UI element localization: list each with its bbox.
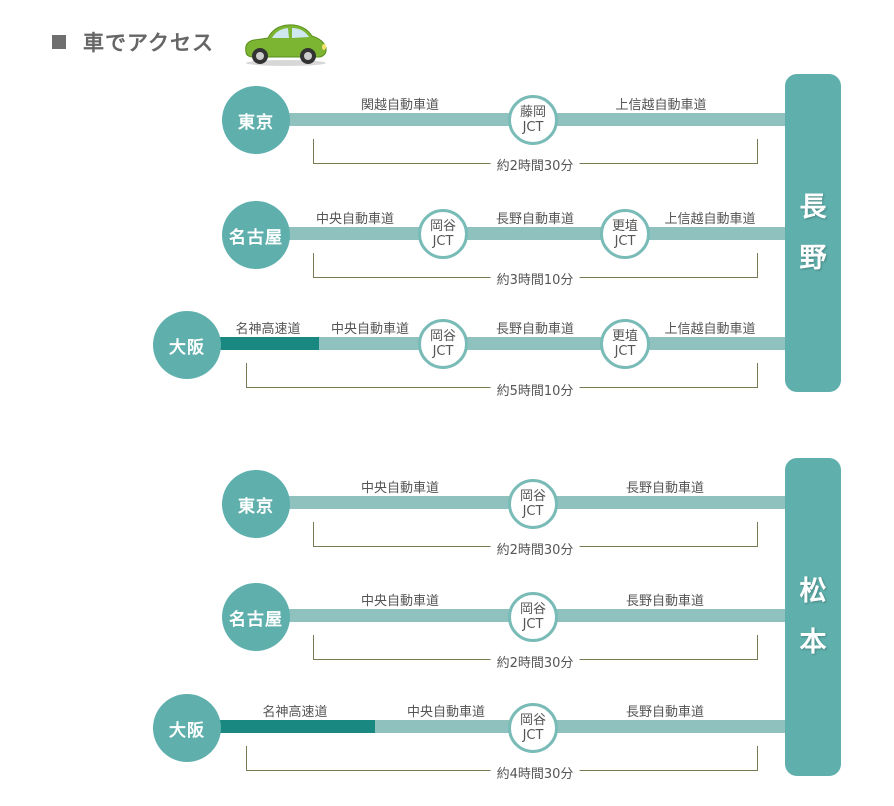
destination-nagano: 長 野 xyxy=(785,74,841,392)
destination-char: 松 xyxy=(799,576,827,607)
road-label: 長野自動車道 xyxy=(495,212,575,227)
origin-osaka: 大阪 xyxy=(153,694,221,762)
jct-okaya: 岡谷 JCT xyxy=(508,479,558,529)
road-segment-meishin xyxy=(218,720,375,733)
road-label: 長野自動車道 xyxy=(625,705,705,720)
travel-time: 約2時間30分 xyxy=(490,539,580,558)
travel-time: 約2時間30分 xyxy=(490,652,580,671)
jct-name: 更埴 JCT xyxy=(611,329,638,359)
travel-time: 約4時間30分 xyxy=(490,763,580,782)
road-segment-meishin xyxy=(218,337,319,350)
road-label: 中央自動車道 xyxy=(360,594,440,609)
road-label: 長野自動車道 xyxy=(625,594,705,609)
origin-tokyo: 東京 xyxy=(222,470,290,538)
jct-name: 更埴 JCT xyxy=(611,219,638,249)
jct-kohshoku: 更埴 JCT xyxy=(600,209,650,259)
road-label: 上信越自動車道 xyxy=(664,322,756,337)
road-label: 長野自動車道 xyxy=(495,322,575,337)
section-title: 車でアクセス xyxy=(52,27,214,57)
origin-nagoya: 名古屋 xyxy=(222,201,290,269)
travel-time: 約2時間30分 xyxy=(490,155,580,174)
jct-okaya: 岡谷 JCT xyxy=(418,209,468,259)
car-icon xyxy=(240,14,330,72)
travel-time: 約5時間10分 xyxy=(490,380,580,399)
road-label: 上信越自動車道 xyxy=(615,98,707,113)
jct-name: 岡谷 JCT xyxy=(429,219,456,249)
destination-char: 本 xyxy=(799,627,827,658)
jct-name: 藤岡 JCT xyxy=(519,105,546,135)
origin-osaka: 大阪 xyxy=(153,311,221,379)
jct-okaya: 岡谷 JCT xyxy=(508,592,558,642)
jct-name: 岡谷 JCT xyxy=(519,713,546,743)
road-label: 中央自動車道 xyxy=(360,481,440,496)
page-title: 車でアクセス xyxy=(83,31,214,55)
origin-tokyo: 東京 xyxy=(222,86,290,154)
destination-char: 長 xyxy=(799,192,827,223)
road-segment xyxy=(285,227,785,240)
road-label: 名神高速道 xyxy=(235,322,301,337)
jct-name: 岡谷 JCT xyxy=(429,329,456,359)
destination-char: 野 xyxy=(799,243,827,274)
jct-okaya: 岡谷 JCT xyxy=(508,703,558,753)
jct-okaya: 岡谷 JCT xyxy=(418,319,468,369)
jct-kohshoku: 更埴 JCT xyxy=(600,319,650,369)
road-label: 長野自動車道 xyxy=(625,481,705,496)
road-label: 中央自動車道 xyxy=(315,212,395,227)
road-segment xyxy=(375,720,785,733)
road-segment xyxy=(319,337,785,350)
origin-nagoya: 名古屋 xyxy=(222,583,290,651)
jct-name: 岡谷 JCT xyxy=(519,489,546,519)
jct-fujioka: 藤岡 JCT xyxy=(508,95,558,145)
road-label: 中央自動車道 xyxy=(406,705,486,720)
square-bullet-icon xyxy=(52,35,66,49)
travel-time: 約3時間10分 xyxy=(490,269,580,288)
destination-matsumoto: 松 本 xyxy=(785,458,841,776)
road-label: 名神高速道 xyxy=(262,705,328,720)
road-label: 上信越自動車道 xyxy=(664,212,756,227)
road-label: 中央自動車道 xyxy=(330,322,410,337)
road-label: 関越自動車道 xyxy=(360,98,440,113)
jct-name: 岡谷 JCT xyxy=(519,602,546,632)
